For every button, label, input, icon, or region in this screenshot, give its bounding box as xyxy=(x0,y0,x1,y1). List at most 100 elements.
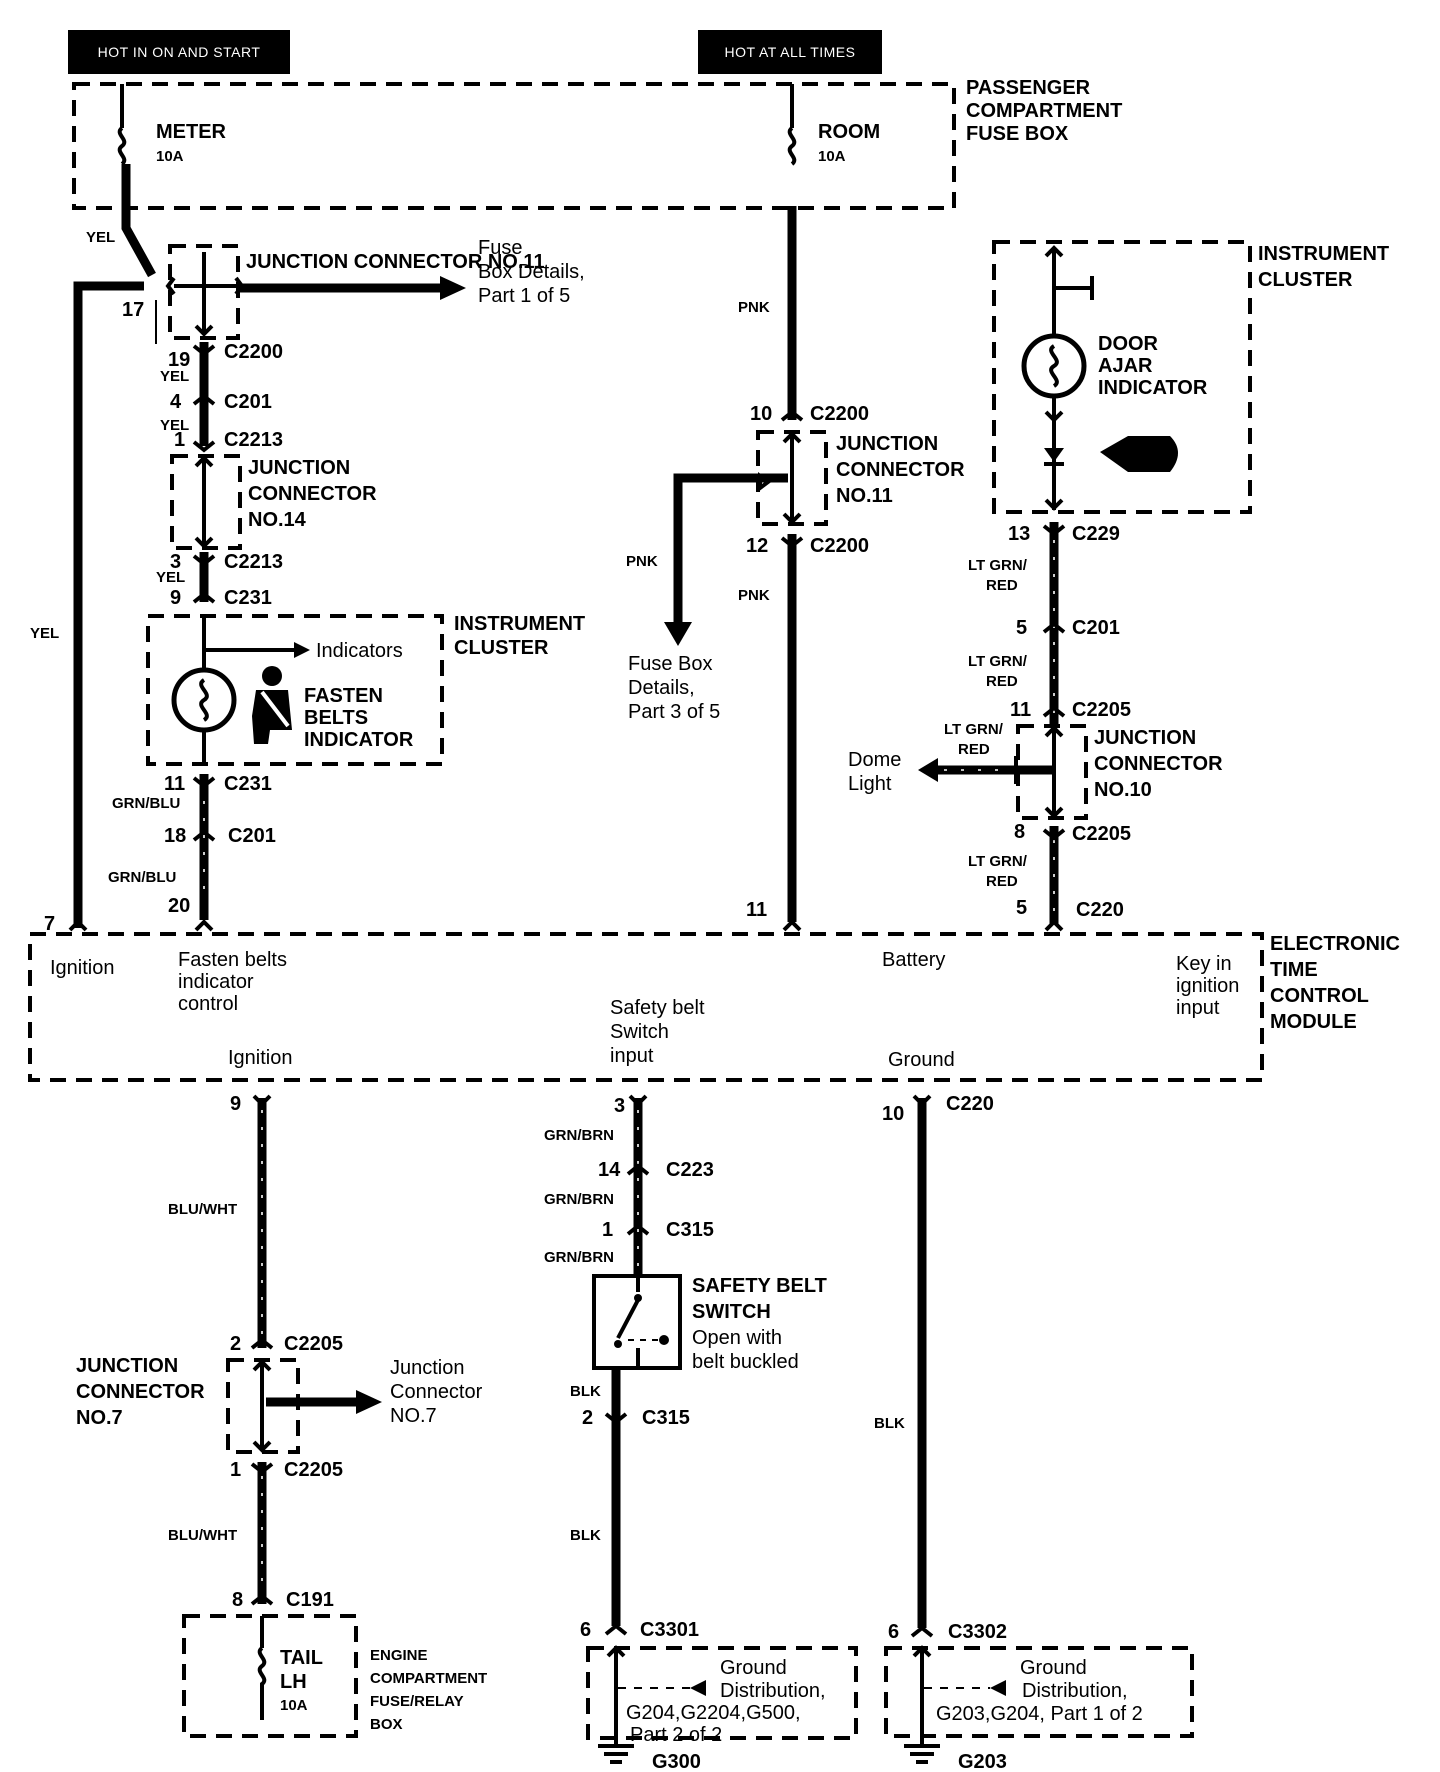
switch-note-1: Open with xyxy=(692,1327,782,1349)
c2213-b-pin: 3 xyxy=(170,551,181,573)
room-fuse-rating: 10A xyxy=(818,148,846,165)
module-safety-3: input xyxy=(610,1045,654,1067)
module-bottom-pin-markers xyxy=(252,1094,932,1107)
c2205-bl-b-pin: 1 xyxy=(230,1459,241,1481)
c3301-connector xyxy=(604,1623,628,1636)
jc14-label-1: JUNCTION xyxy=(248,457,350,479)
door-ajar-diode-icon xyxy=(1044,448,1064,462)
dome-light-arrow xyxy=(918,758,938,782)
g203-label-2: Distribution, xyxy=(1022,1680,1128,1702)
pnk-label-3: PNK xyxy=(738,587,770,604)
g203-name: G203 xyxy=(958,1751,1007,1772)
module-fasten-2: indicator xyxy=(178,971,254,993)
tail-rating: 10A xyxy=(280,1697,308,1714)
module-label-2: TIME xyxy=(1270,959,1318,981)
tail-fuse-icon xyxy=(257,1646,267,1720)
module-label-1: ELECTRONIC xyxy=(1270,933,1400,955)
c2200-mid-b-connector xyxy=(780,536,804,549)
module-ignition-top: Ignition xyxy=(50,957,115,979)
c2205-right-b-name: C2205 xyxy=(1072,823,1131,845)
c2200-mid-b-name: C2200 xyxy=(810,535,869,557)
c2205-bl-a-pin: 2 xyxy=(230,1333,241,1355)
ground-distribution-g203 xyxy=(884,1646,1194,1738)
switch-contact-top xyxy=(634,1294,642,1302)
c3301-pin: 6 xyxy=(580,1619,591,1641)
g203-arrows xyxy=(912,1645,932,1658)
jc7-label-1: JUNCTION xyxy=(76,1355,178,1377)
g203-ref-arrow xyxy=(990,1680,1006,1696)
module-fasten-3: control xyxy=(178,993,238,1015)
jc14-label-2: CONNECTOR xyxy=(248,483,377,505)
c220-br-name: C220 xyxy=(946,1093,994,1115)
meter-fuse-icon xyxy=(117,126,127,166)
seatbelt-person-icon xyxy=(252,666,292,744)
ltgrn-4a: LT GRN/ xyxy=(968,853,1028,870)
cluster-right-label-2: CLUSTER xyxy=(1258,269,1353,291)
indicators-arrow xyxy=(294,642,310,658)
dome-label-1: Dome xyxy=(848,749,901,771)
bl-pin-9: 9 xyxy=(230,1093,241,1115)
c191-connector xyxy=(250,1593,274,1606)
c2200-mid-a-pin: 10 xyxy=(750,403,772,425)
module-fasten-1: Fasten belts xyxy=(178,949,287,971)
c220-right-name: C220 xyxy=(1076,899,1124,921)
jc7-label-3: NO.7 xyxy=(76,1407,123,1429)
mid-ref-2: Details, xyxy=(628,677,695,699)
br-wire-1: BLK xyxy=(874,1415,905,1432)
module-ignition-bottom: Ignition xyxy=(228,1047,293,1069)
g203-label-3: G203,G204, Part 1 of 2 xyxy=(936,1703,1143,1725)
door-label-1: DOOR xyxy=(1098,333,1159,355)
yel-top-label: YEL xyxy=(86,229,115,246)
c2213-b-name: C2213 xyxy=(224,551,283,573)
cluster-left-label-2: CLUSTER xyxy=(454,637,549,659)
bm-wire-1: GRN/BRN xyxy=(544,1127,614,1144)
c231-b-color: GRN/BLU xyxy=(112,795,180,812)
module-key-2: ignition xyxy=(1176,975,1239,997)
c2213-a-pin: 1 xyxy=(174,429,185,451)
room-fuse-name: ROOM xyxy=(818,121,880,143)
header-left-label: HOT IN ON AND START xyxy=(98,44,261,60)
jc7-ref-3: NO.7 xyxy=(390,1405,437,1427)
door-label-2: AJAR xyxy=(1098,355,1153,377)
pnk-branch-wire xyxy=(673,473,788,626)
pnk-label-2: PNK xyxy=(626,553,658,570)
jc14-arrows xyxy=(194,455,214,549)
c231-b-name: C231 xyxy=(224,773,272,795)
jc7-label-2: CONNECTOR xyxy=(76,1381,205,1403)
room-fuse-icon xyxy=(787,126,797,166)
ground-distribution-g300 xyxy=(586,1646,858,1740)
ltgrn-4b: RED xyxy=(986,873,1018,890)
c220-left-color: GRN/BLU xyxy=(108,869,176,886)
c201-a-connector xyxy=(192,393,216,406)
bm-wire-3: GRN/BRN xyxy=(544,1249,614,1266)
ltgrn-2b: RED xyxy=(986,673,1018,690)
c229-name: C229 xyxy=(1072,523,1120,545)
switch-label-2: SWITCH xyxy=(692,1301,771,1323)
switch-label-1: SAFETY BELT xyxy=(692,1275,827,1297)
c201-b-connector xyxy=(192,829,216,842)
c2205-right-a-connector xyxy=(1042,705,1066,718)
c2205-right-a-name: C2205 xyxy=(1072,699,1131,721)
bm-wire-4: BLK xyxy=(570,1383,601,1400)
bm-pin-3: 3 xyxy=(614,1095,625,1117)
bm-wire-2: GRN/BRN xyxy=(544,1191,614,1208)
c223-pin: 14 xyxy=(598,1159,621,1181)
c223-name: C223 xyxy=(666,1159,714,1181)
fasten-bulb-filament xyxy=(199,678,209,722)
c2200-left-name: C2200 xyxy=(224,341,283,363)
c231-b-connector xyxy=(192,776,216,789)
jc11-mid-label-1: JUNCTION xyxy=(836,433,938,455)
engine-fuse-box xyxy=(182,1614,358,1738)
instrument-cluster-left xyxy=(146,614,444,766)
c315-b-name: C315 xyxy=(642,1407,690,1429)
jc11-ref-3: Part 1 of 5 xyxy=(478,285,570,307)
tail-name-1: TAIL xyxy=(280,1647,323,1669)
switch-actuator-tip xyxy=(659,1335,669,1345)
electronic-time-control-module xyxy=(28,932,1264,1082)
yel-wire-side xyxy=(73,281,144,928)
ground-symbol-g300 xyxy=(598,1744,634,1764)
c2213-a-connector xyxy=(192,440,216,453)
header-right-label: HOT AT ALL TIMES xyxy=(725,44,856,60)
instrument-cluster-right xyxy=(992,240,1252,514)
module-label-3: CONTROL xyxy=(1270,985,1369,1007)
